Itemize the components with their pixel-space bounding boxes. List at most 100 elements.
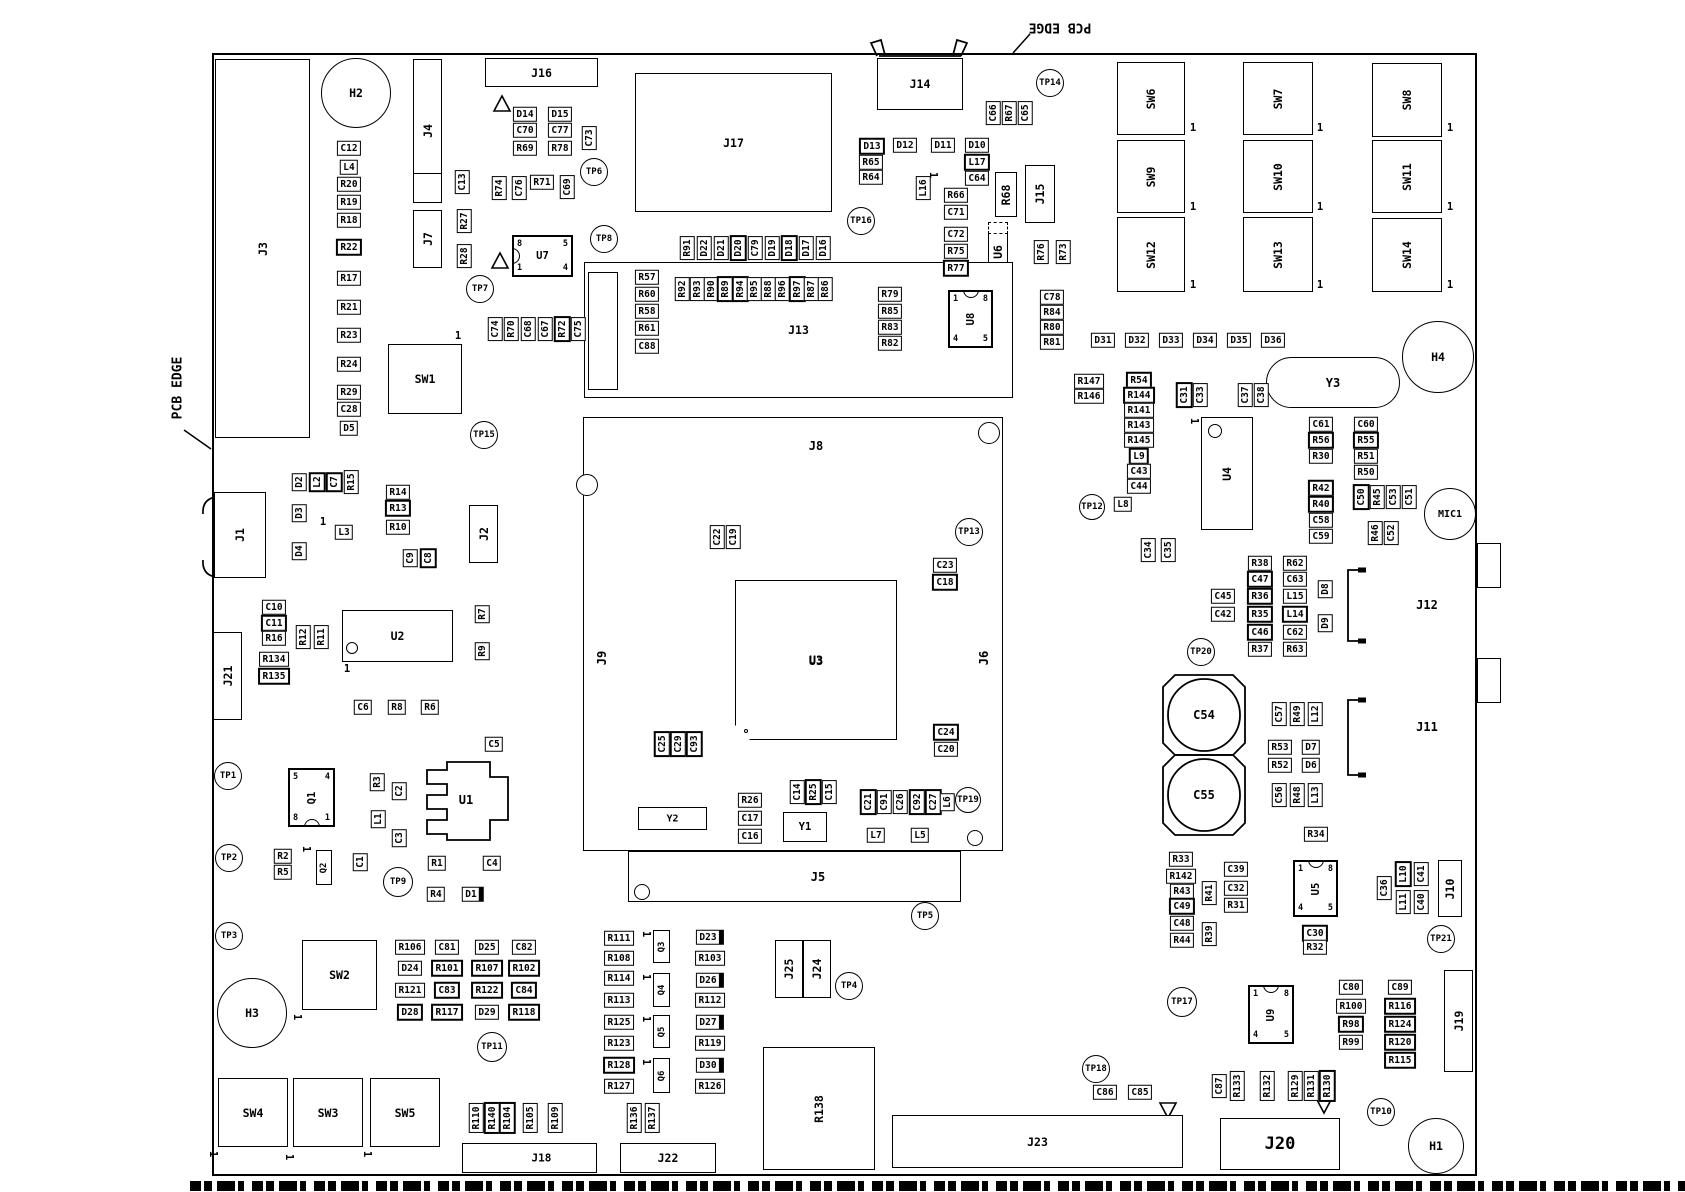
label-R16: R16 [261, 630, 287, 646]
component-J18: J18 [462, 1143, 597, 1173]
label-R3: R3 [369, 772, 385, 792]
label-C29: C29 [669, 730, 687, 758]
component-SW11: SW11 [1372, 140, 1442, 213]
component-SW8: SW8 [1372, 63, 1442, 137]
component-label-J13: J13 [788, 323, 809, 337]
label-R110: R110 [468, 1103, 484, 1133]
label-C34: C34 [1140, 537, 1156, 563]
component-J24: J24 [803, 940, 831, 998]
pin1-mark: 1 [1188, 417, 1200, 425]
label-R86: R86 [817, 276, 833, 302]
label-R136: R136 [626, 1103, 642, 1133]
label-R144: R144 [1123, 386, 1155, 404]
ic-pin-number: 1 [324, 812, 330, 823]
label-C32: C32 [1223, 880, 1249, 896]
testpoint-TP5: TP5 [911, 902, 939, 930]
label-D34: D34 [1192, 332, 1218, 348]
label-C1: C1 [352, 852, 368, 872]
label-D36: D36 [1260, 332, 1286, 348]
component-SW7: SW7 [1243, 62, 1313, 135]
component-outline [1477, 543, 1501, 588]
label-C66: C66 [985, 100, 1001, 126]
label-R52: R52 [1267, 757, 1293, 773]
ic-notch [303, 819, 320, 825]
label-D11: D11 [930, 137, 956, 153]
component-label-Q5: Q5 [656, 1026, 667, 1037]
label-C76: C76 [511, 175, 527, 201]
component-label-J10: J10 [1443, 878, 1457, 899]
label-R115: R115 [1384, 1051, 1416, 1069]
label-C87: C87 [1211, 1073, 1227, 1099]
ic-pin-number: 1 [953, 294, 959, 304]
label-R121: R121 [395, 982, 425, 998]
component-J16: J16 [485, 58, 598, 87]
ic-notch [962, 292, 979, 298]
testpoint-TP6: TP6 [580, 158, 608, 186]
label-C60: C60 [1353, 416, 1379, 432]
label-C21: C21 [859, 788, 877, 816]
component-label-J4: J4 [420, 124, 435, 138]
label-R5: R5 [273, 864, 293, 880]
pcb-edge-note-top: PCB EDGE [1028, 19, 1092, 35]
label-R134: R134 [259, 651, 289, 667]
label-R4: R4 [426, 886, 446, 902]
label-C45: C45 [1210, 588, 1236, 604]
label-R112: R112 [695, 992, 725, 1008]
component-label-U6: U6 [991, 245, 1005, 259]
label-R109: R109 [547, 1103, 563, 1133]
ic-pin-number: 5 [982, 333, 988, 344]
ic-label-U9: U9 [1265, 1008, 1277, 1021]
ic-pin-number: 8 [982, 294, 988, 304]
label-R114: R114 [604, 970, 634, 986]
pcb-edge-leader-top [1012, 33, 1031, 54]
pin1-mark: 1 [1316, 201, 1324, 213]
testpoint-TP4: TP4 [835, 972, 863, 1000]
label-C20: C20 [933, 741, 959, 757]
label-R8: R8 [387, 699, 407, 715]
label-C68: C68 [520, 316, 536, 342]
label-R57: R57 [634, 269, 660, 285]
component-label-SW6: SW6 [1144, 88, 1158, 109]
component-label-J17: J17 [723, 135, 744, 150]
label-L12: L12 [1307, 701, 1323, 727]
label-R130: R130 [1318, 1070, 1336, 1102]
label-C88: C88 [634, 338, 660, 354]
component-SW5: SW5 [370, 1078, 440, 1147]
ic-pin-number: 1 [1253, 989, 1259, 999]
label-R96: R96 [774, 276, 790, 302]
text-U3: U3 [808, 654, 824, 668]
label-C79: C79 [747, 235, 763, 261]
label-C82: C82 [511, 939, 537, 955]
label-D23: D23 [695, 929, 725, 945]
component-label-Y1: Y1 [798, 821, 812, 833]
component-label-R68: R68 [999, 184, 1013, 205]
component-label-J2: J2 [476, 527, 491, 541]
label-D9: D9 [1317, 613, 1333, 633]
component-outline [988, 222, 1008, 234]
ic-label-U7: U7 [536, 250, 549, 262]
component-label-SW13: SW13 [1271, 240, 1285, 269]
label-C58: C58 [1308, 512, 1334, 528]
label-D6: D6 [1301, 757, 1321, 773]
label-C39: C39 [1223, 861, 1249, 877]
label-R51: R51 [1353, 448, 1379, 464]
testpoint-TP7: TP7 [466, 275, 494, 303]
component-outline [413, 173, 442, 203]
label-R124: R124 [1384, 1015, 1416, 1033]
label-D19: D19 [764, 235, 780, 261]
label-R22: R22 [335, 238, 363, 256]
label-C8: C8 [419, 547, 437, 569]
component-SW3: SW3 [293, 1078, 363, 1147]
label-R46: R46 [1367, 520, 1383, 546]
label-C35: C35 [1160, 537, 1176, 563]
label-L1: L1 [370, 809, 386, 829]
pin1-mark: 1 [1189, 122, 1197, 134]
component-label-J18: J18 [531, 1151, 552, 1165]
component-Q6: Q6 [653, 1058, 670, 1093]
label-C24: C24 [932, 723, 960, 741]
label-C52: C52 [1383, 520, 1399, 546]
label-C25: C25 [653, 730, 671, 758]
pin1-mark: 1 [1446, 279, 1454, 291]
ic-pin-number: 4 [953, 333, 959, 344]
label-R18: R18 [336, 212, 362, 228]
